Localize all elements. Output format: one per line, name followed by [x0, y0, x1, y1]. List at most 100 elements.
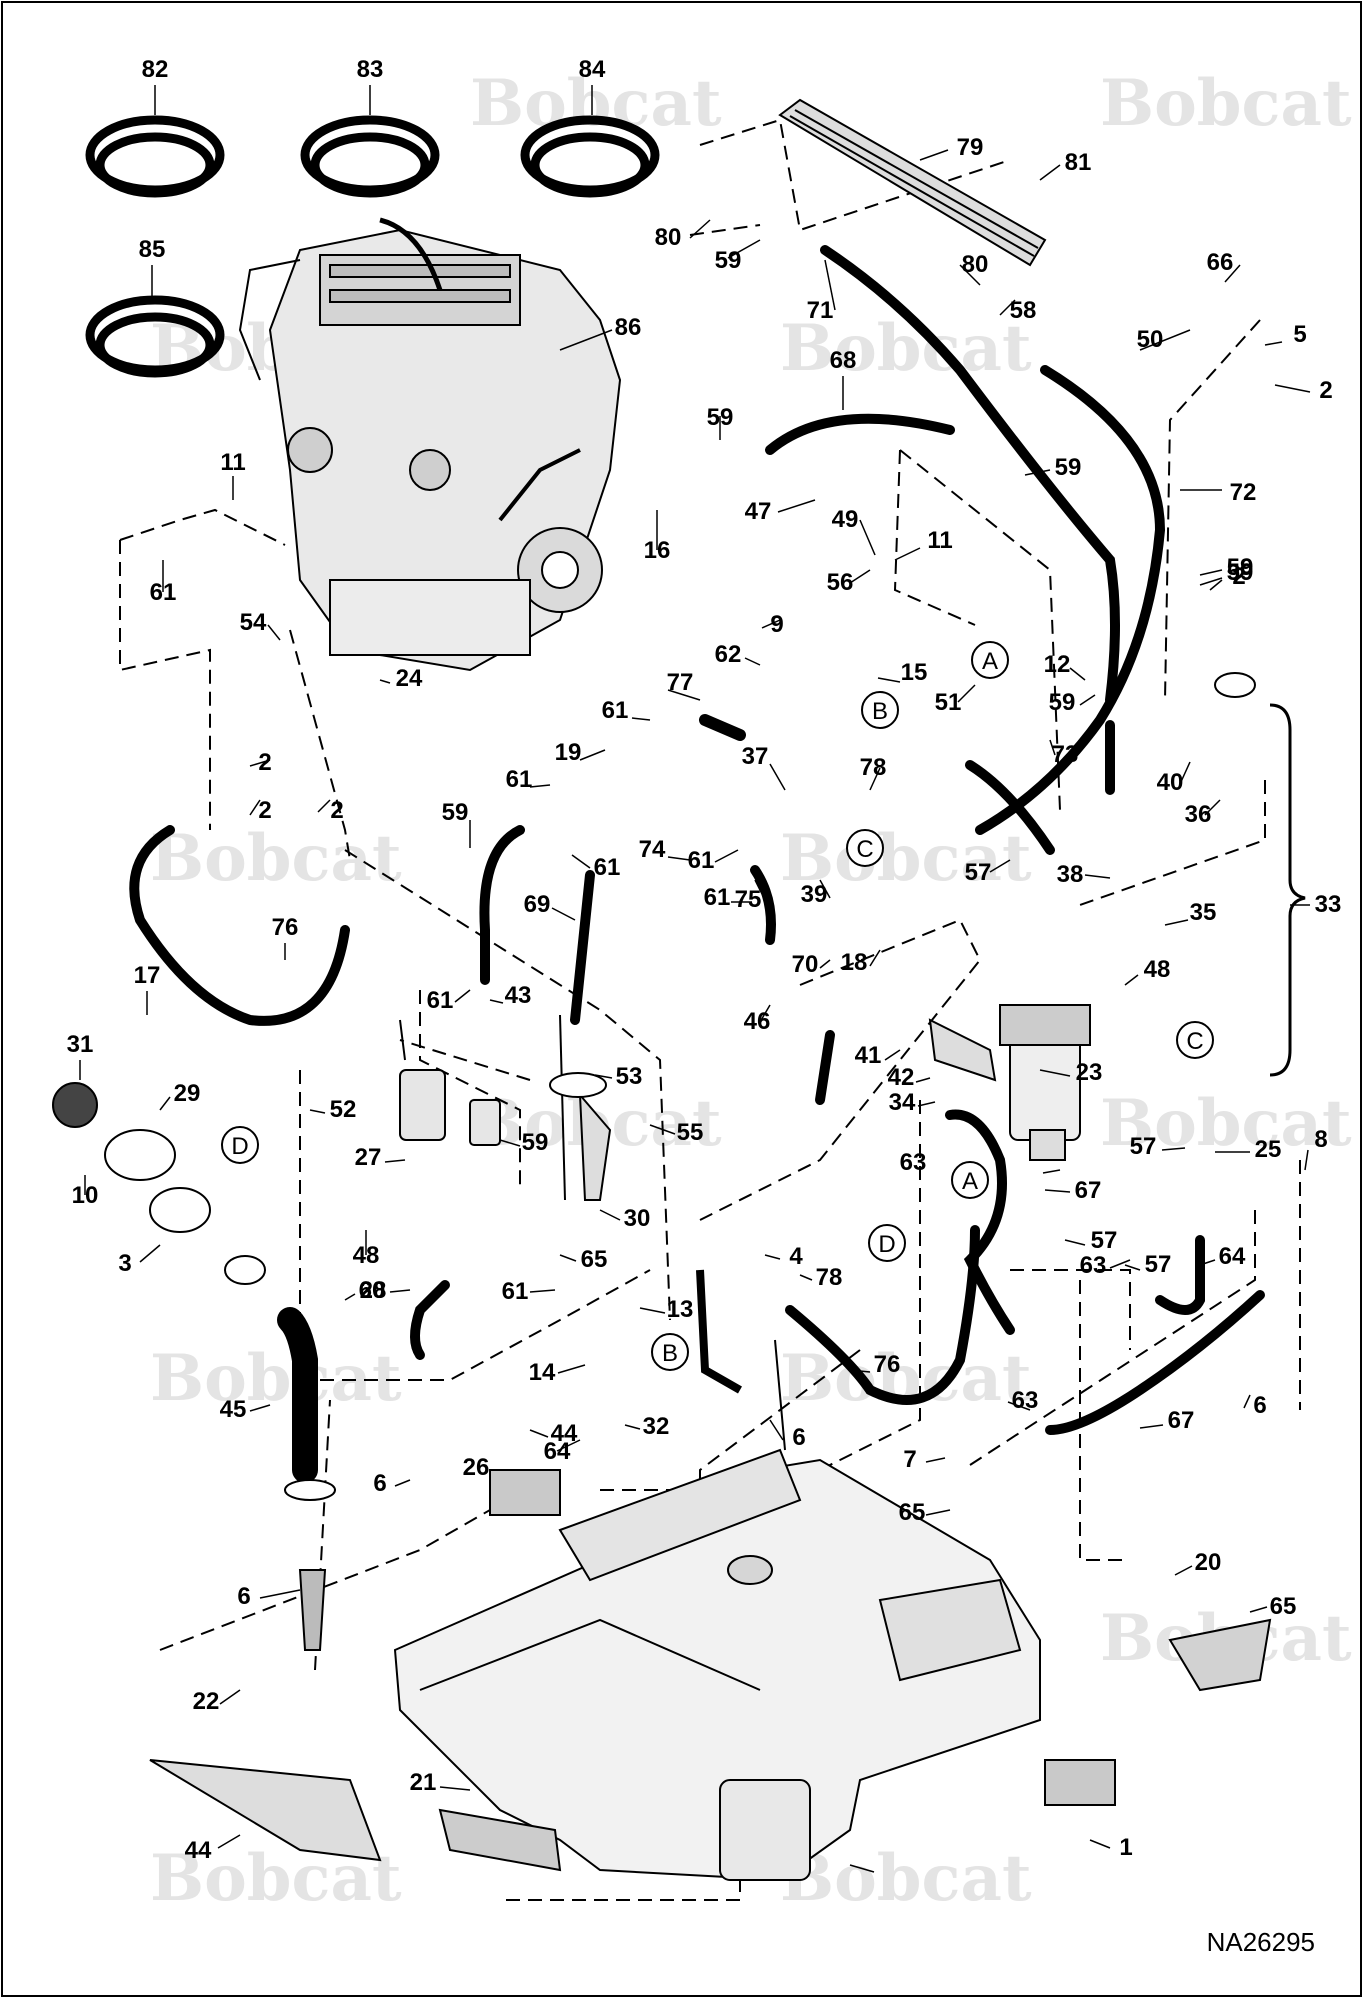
leader-line — [999, 299, 1016, 316]
callout-label: 29 — [174, 1080, 201, 1107]
callout-label: 6 — [1253, 1392, 1266, 1419]
callout-label: 43 — [505, 982, 532, 1009]
callout-label: 59 — [1049, 689, 1076, 716]
leader-line — [869, 767, 881, 791]
ref-circle-a — [951, 1161, 989, 1199]
bracket-30 — [578, 1092, 612, 1201]
callout-label: 37 — [742, 743, 769, 770]
leader-line — [1161, 1147, 1186, 1151]
callout-label: 55 — [677, 1119, 704, 1146]
callout-label: 45 — [220, 1396, 247, 1423]
leader-line — [761, 619, 781, 629]
ref-label: B — [662, 1340, 678, 1367]
reference-circle-labels: A A B B C C D D — [231, 648, 1203, 1367]
leader-line — [744, 657, 761, 666]
leader-line — [989, 859, 1011, 873]
leader-line — [1039, 1069, 1071, 1077]
hose-coil-82 — [85, 115, 225, 198]
leader-line — [529, 784, 551, 788]
leader-line — [1109, 1259, 1131, 1269]
leader-line — [249, 759, 271, 767]
leader-line — [1164, 919, 1189, 926]
callout-label: 53 — [616, 1063, 643, 1090]
leader-line — [1179, 761, 1191, 785]
leader-line — [1124, 1264, 1141, 1271]
callout-label: 23 — [1076, 1059, 1103, 1086]
hose-coil-85 — [85, 295, 225, 378]
leader-line — [529, 1429, 549, 1438]
callout-label: 40 — [1157, 769, 1184, 796]
clamp-2 — [1214, 672, 1256, 698]
callout-label: 76 — [272, 914, 299, 941]
svg-text:Bobcat: Bobcat — [780, 1841, 1032, 1916]
svg-text:Bobcat: Bobcat — [1100, 66, 1352, 141]
leader-line — [631, 717, 651, 721]
callout-label: 3 — [118, 1250, 131, 1277]
callout-label: 78 — [816, 1264, 843, 1291]
callout-label: 61 — [688, 847, 715, 874]
hose-70 — [815, 1030, 835, 1105]
callout-label: 62 — [715, 641, 742, 668]
leader-line — [769, 763, 786, 791]
callout-label: 11 — [220, 449, 245, 476]
callout-label: 41 — [855, 1042, 882, 1069]
callout-label: 63 — [1012, 1387, 1039, 1414]
leader-line — [249, 799, 261, 816]
callout-label: 2 — [258, 749, 271, 776]
hose-coil-84 — [520, 115, 660, 198]
leader-line — [925, 1509, 951, 1516]
small-parts — [52, 672, 1272, 1872]
leader-line — [559, 1254, 577, 1262]
svg-text:Bobcat: Bobcat — [150, 1341, 402, 1416]
hose-75 — [750, 865, 776, 945]
leader-line — [489, 999, 504, 1004]
leader-line — [1139, 329, 1191, 351]
leader-line — [624, 1424, 641, 1430]
leader-line — [1274, 384, 1311, 393]
leader-line — [649, 1124, 676, 1135]
ref-label: B — [872, 698, 888, 725]
fuel-pump — [399, 1019, 446, 1141]
callout-label: 2 — [330, 797, 343, 824]
leader-line — [1044, 1189, 1071, 1193]
callout-label: 34 — [889, 1089, 916, 1116]
callout-label: 35 — [1190, 899, 1217, 926]
leader-line — [499, 1139, 521, 1147]
callout-label: 65 — [899, 1499, 926, 1526]
pad-44-left — [489, 1469, 561, 1516]
callout-label: 63 — [1080, 1252, 1107, 1279]
leader-line — [389, 1289, 411, 1293]
leader-line — [754, 879, 766, 901]
leader-line — [1069, 667, 1086, 681]
callout-label: 61 — [506, 766, 533, 793]
leader-line — [849, 1864, 875, 1873]
leader-line — [249, 1404, 271, 1412]
callout-label: 57 — [1130, 1133, 1157, 1160]
callout-label: 5 — [1293, 321, 1306, 348]
leader-line — [1224, 264, 1241, 283]
callout-label: 15 — [901, 659, 928, 686]
leader-line — [759, 1004, 771, 1023]
callout-label: 81 — [1065, 149, 1092, 176]
tube-13 — [696, 1269, 742, 1394]
leader-line — [849, 1369, 871, 1373]
hose-67-upper — [945, 1109, 1015, 1335]
leader-line — [1199, 569, 1223, 576]
callout-label: 8 — [1314, 1126, 1327, 1153]
callout-label: 73 — [1052, 741, 1079, 768]
leader-line — [894, 547, 921, 561]
ref-circle-a — [971, 641, 1009, 679]
leader-line — [551, 907, 576, 921]
callout-label: 84 — [579, 56, 606, 83]
callout-label: 59 — [442, 799, 469, 826]
callout-label: 65 — [1270, 1593, 1297, 1620]
leader-line — [959, 264, 981, 286]
leader-line — [727, 239, 761, 259]
ref-label: D — [878, 1231, 895, 1258]
ref-label: A — [982, 648, 998, 675]
leader-line — [1174, 1565, 1193, 1576]
plate-20 — [1168, 1618, 1272, 1692]
callout-label: 12 — [1044, 651, 1071, 678]
ref-circle-b — [651, 1333, 689, 1371]
